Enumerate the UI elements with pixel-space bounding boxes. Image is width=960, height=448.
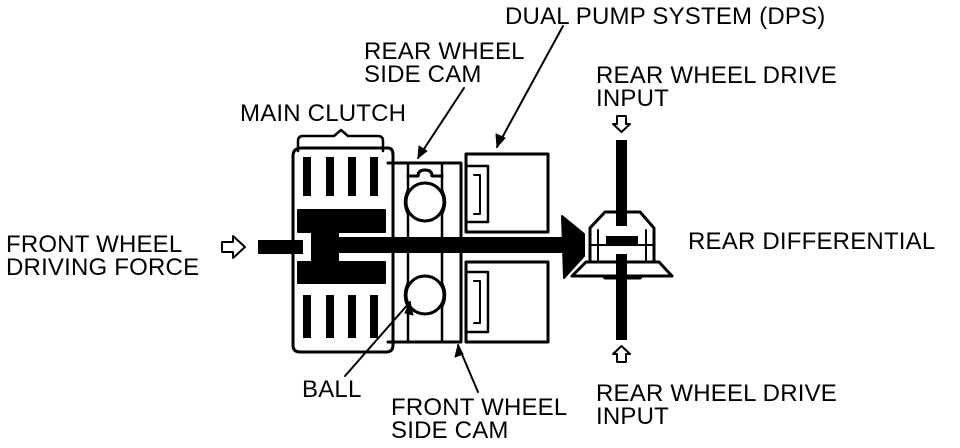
- leader-dps: [496, 25, 564, 148]
- rear-input-top-arrow: [612, 115, 631, 133]
- label-rear-wheel-drive-input-top: REAR WHEEL DRIVE INPUT: [596, 62, 838, 112]
- label-rear-differential: REAR DIFFERENTIAL: [688, 228, 936, 255]
- label-rear-wheel-drive-input-bottom: REAR WHEEL DRIVE INPUT: [596, 380, 838, 430]
- upper-ball: [404, 181, 446, 223]
- front-force-arrow: [221, 235, 246, 259]
- label-front-wheel-side-cam: FRONT WHEEL SIDE CAM: [391, 394, 568, 444]
- input-shaft: [258, 240, 303, 254]
- rear-axle-lower: [616, 254, 627, 340]
- upper-groove: [406, 168, 444, 178]
- label-main-clutch: MAIN CLUTCH: [240, 100, 407, 127]
- leader-rear-cam: [417, 87, 465, 159]
- label-rear-wheel-side-cam: REAR WHEEL SIDE CAM: [364, 38, 525, 88]
- rear-input-bottom-arrow: [612, 345, 631, 363]
- clutch-hub: [297, 209, 386, 284]
- clutch-plates-lower: [303, 295, 378, 338]
- leader-ball: [344, 301, 411, 377]
- rear-axle-upper: [616, 140, 627, 226]
- cam-block: [386, 161, 463, 344]
- main-shaft: [338, 237, 570, 253]
- clutch-housing: [291, 146, 395, 354]
- label-ball: BALL: [302, 376, 362, 403]
- label-dps: DUAL PUMP SYSTEM (DPS): [505, 3, 826, 30]
- pinion-gear: [561, 215, 585, 279]
- dps-body-lower: [464, 260, 550, 344]
- dps-body-upper: [464, 152, 550, 234]
- label-front-wheel-driving-force: FRONT WHEEL DRIVING FORCE: [6, 231, 200, 281]
- main-clutch-brace: [296, 128, 385, 153]
- clutch-plates-upper: [303, 157, 378, 196]
